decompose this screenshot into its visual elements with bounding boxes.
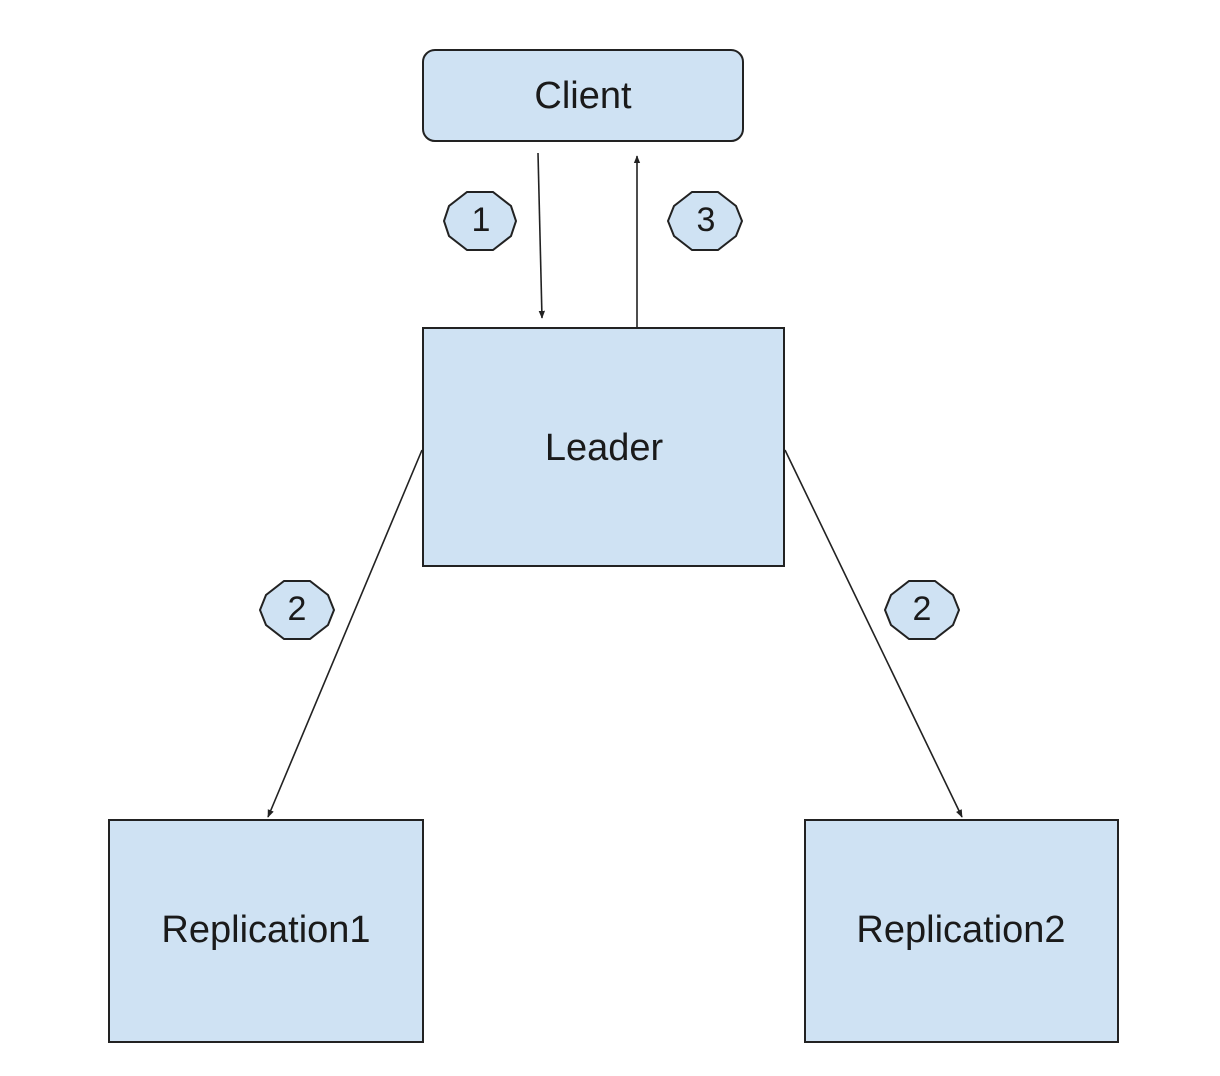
replication2-node: Replication2 bbox=[804, 819, 1119, 1043]
leader-box bbox=[422, 327, 785, 567]
step-badge-2-left: 2 bbox=[258, 580, 336, 640]
badge-octagon-shape bbox=[442, 191, 518, 251]
client-box bbox=[422, 49, 744, 142]
replication1-box bbox=[108, 819, 424, 1043]
replication1-label: Replication1 bbox=[161, 909, 370, 951]
step-badge-3: 3 bbox=[666, 191, 744, 251]
badge-label: 2 bbox=[913, 590, 932, 628]
badge-label: 1 bbox=[472, 201, 491, 239]
edge-leader-to-replication1 bbox=[267, 449, 423, 818]
badge-octagon-shape bbox=[258, 580, 336, 640]
edge-leader-to-replication2 bbox=[784, 449, 963, 818]
step-badge-1: 1 bbox=[442, 191, 518, 251]
client-label: Client bbox=[534, 75, 632, 117]
badge-label: 3 bbox=[697, 201, 716, 239]
badge-octagon-shape bbox=[666, 191, 744, 251]
badge-label: 2 bbox=[288, 590, 307, 628]
badge-octagon-shape bbox=[883, 580, 961, 640]
replication1-node: Replication1 bbox=[108, 819, 424, 1043]
leader-label: Leader bbox=[545, 427, 664, 469]
client-node: Client bbox=[422, 49, 744, 142]
edge-client-to-leader bbox=[537, 152, 546, 319]
replication2-label: Replication2 bbox=[856, 909, 1065, 951]
replication2-box bbox=[804, 819, 1119, 1043]
step-badge-2-right: 2 bbox=[883, 580, 961, 640]
leader-node: Leader bbox=[422, 327, 785, 567]
